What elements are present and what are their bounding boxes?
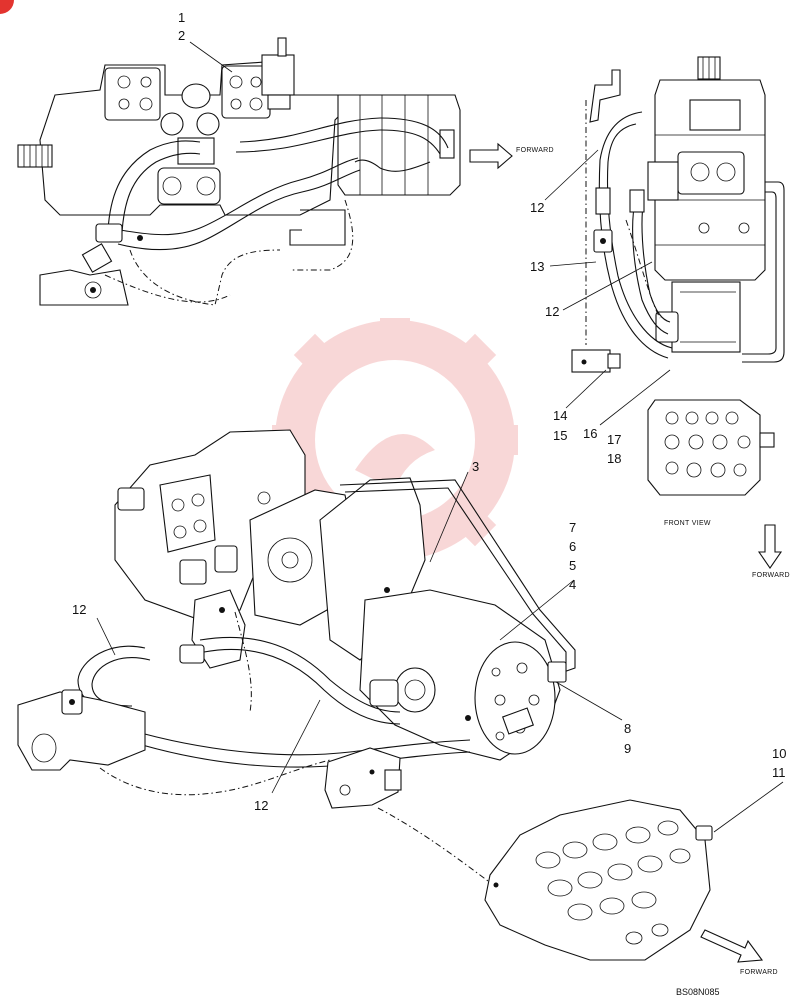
callout-14: 14 <box>553 408 567 423</box>
callout-12-bottom: 12 <box>254 798 268 813</box>
callout-2: 2 <box>178 28 185 43</box>
drawing-code: BS08N085 <box>676 987 720 997</box>
callout-8: 8 <box>624 721 631 736</box>
callout-9: 9 <box>624 741 631 756</box>
callout-6: 6 <box>569 539 576 554</box>
callout-12-top: 12 <box>530 200 544 215</box>
callout-4: 4 <box>569 577 576 592</box>
front-view-label: FRONT VIEW <box>664 520 711 527</box>
corner-mark <box>0 0 14 14</box>
callout-11: 11 <box>772 765 786 780</box>
forward-arrow-bottom: FORWARD <box>700 929 778 976</box>
pump-assembly-top-view <box>17 37 461 306</box>
callouts: 1 2 12 13 12 14 15 16 17 18 3 7 6 5 4 12… <box>72 10 786 813</box>
callout-12-left: 12 <box>72 602 86 617</box>
callout-5: 5 <box>569 558 576 573</box>
callout-3: 3 <box>472 459 479 474</box>
forward-label-bottom: FORWARD <box>740 969 778 976</box>
callout-18: 18 <box>607 451 621 466</box>
forward-label-right: FORWARD <box>752 572 790 579</box>
pump-assembly-isometric <box>17 429 576 885</box>
control-valve-isometric <box>484 799 713 961</box>
forward-arrow-right: FORWARD <box>752 524 790 579</box>
callout-15: 15 <box>553 428 567 443</box>
callout-17: 17 <box>607 432 621 447</box>
forward-arrow-top: FORWARD <box>469 142 554 170</box>
callout-7: 7 <box>569 520 576 535</box>
leader-lines <box>96 41 784 833</box>
callout-12-mid: 12 <box>545 304 559 319</box>
callout-1: 1 <box>178 10 185 25</box>
callout-16: 16 <box>583 426 597 441</box>
forward-label-top: FORWARD <box>516 147 554 154</box>
control-valve-front-view: FRONT VIEW <box>647 399 775 527</box>
pump-assembly-side-view <box>571 56 785 373</box>
callout-10: 10 <box>772 746 786 761</box>
callout-13: 13 <box>530 259 544 274</box>
